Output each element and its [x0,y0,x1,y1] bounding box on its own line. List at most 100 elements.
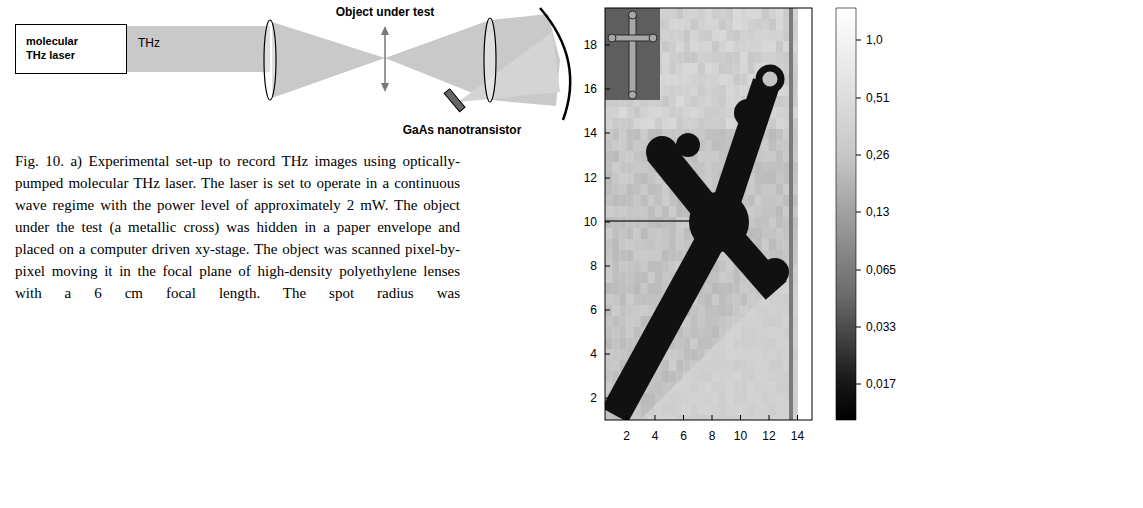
tick-mark [605,266,610,267]
image-pixel [755,195,762,206]
image-pixel [719,118,726,129]
image-pixel [605,184,612,195]
image-pixel [705,327,712,338]
image-pixel [655,107,662,118]
image-pixel [726,74,733,85]
image-pixel [626,261,633,272]
image-pixel [776,8,783,19]
image-pixel [712,140,719,151]
image-pixel [648,118,655,129]
image-pixel [712,30,719,41]
image-pixel [634,184,641,195]
tick-mark [856,212,861,213]
image-pixel [676,217,683,228]
image-pixel [691,327,698,338]
image-pixel [634,250,641,261]
image-pixel [740,85,747,96]
image-pixel [740,63,747,74]
image-pixel [705,338,712,349]
image-pixel [776,206,783,217]
image-pixel [698,85,705,96]
image-pixel [698,19,705,30]
diverging-beam [385,20,490,100]
image-pixel [648,239,655,250]
image-pixel [619,305,626,316]
image-pixel [634,151,641,162]
image-pixel [676,19,683,30]
image-pixel [641,261,648,272]
image-pixel [634,140,641,151]
image-pixel [605,162,612,173]
image-pixel [762,228,769,239]
image-pixel [705,63,712,74]
image-pixel [655,382,662,393]
image-pixel [712,129,719,140]
image-pixel [676,30,683,41]
image-background [605,8,812,420]
image-pixel [669,63,676,74]
lens [264,20,276,100]
image-pixel [719,151,726,162]
image-pixel [641,118,648,129]
image-pixel [641,107,648,118]
image-pixel [712,327,719,338]
image-pixel [619,129,626,140]
image-pixel [698,63,705,74]
image-pixel [726,316,733,327]
image-pixel [669,118,676,129]
axis-tick-label: 12 [762,429,775,443]
image-pixel [712,283,719,294]
image-pixel [769,184,776,195]
image-pixel [619,338,626,349]
image-pixel [676,250,683,261]
laser-box: molecular THz laser [15,24,127,74]
image-pixel [712,173,719,184]
image-pixel [605,239,612,250]
image-pixel [641,129,648,140]
image-pixel [726,118,733,129]
image-pixel [748,19,755,30]
image-pixel [662,52,669,63]
image-pixel [755,52,762,63]
image-pixel [669,41,676,52]
image-pixel [626,118,633,129]
image-pixel [712,305,719,316]
image-pixel [676,63,683,74]
image-pixel [776,41,783,52]
image-pixel [683,8,690,19]
image-pixel [634,415,641,420]
nanotransistor-symbol [444,89,465,112]
image-pixel [762,30,769,41]
image-pixel [676,349,683,360]
image-pixel [619,250,626,261]
image-pixel [719,41,726,52]
image-pixel [648,393,655,404]
image-pixel [619,151,626,162]
colorbar-label: 0,033 [866,320,896,334]
image-pixel [641,173,648,184]
image-pixel [662,8,669,19]
image-pixel [648,217,655,228]
lens [484,18,496,102]
image-pixel [691,63,698,74]
colorbar-label: 0,26 [866,148,889,162]
image-pixel [755,19,762,30]
image-pixel [740,30,747,41]
image-pixel [705,52,712,63]
image-pixel [655,272,662,283]
colorbar [836,8,856,420]
image-pixel [762,151,769,162]
image-pixel [712,107,719,118]
image-pixel [634,294,641,305]
image-pixel [719,96,726,107]
image-pixel [698,162,705,173]
box-text: molecular THz laser [26,34,88,62]
part-label: Object under test [336,5,435,19]
image-pixel [769,239,776,250]
image-pixel [733,283,740,294]
image-pixel [691,118,698,129]
image-pixel [683,338,690,349]
image-pixel [733,305,740,316]
image-pixel [662,74,669,85]
image-pixel [662,63,669,74]
